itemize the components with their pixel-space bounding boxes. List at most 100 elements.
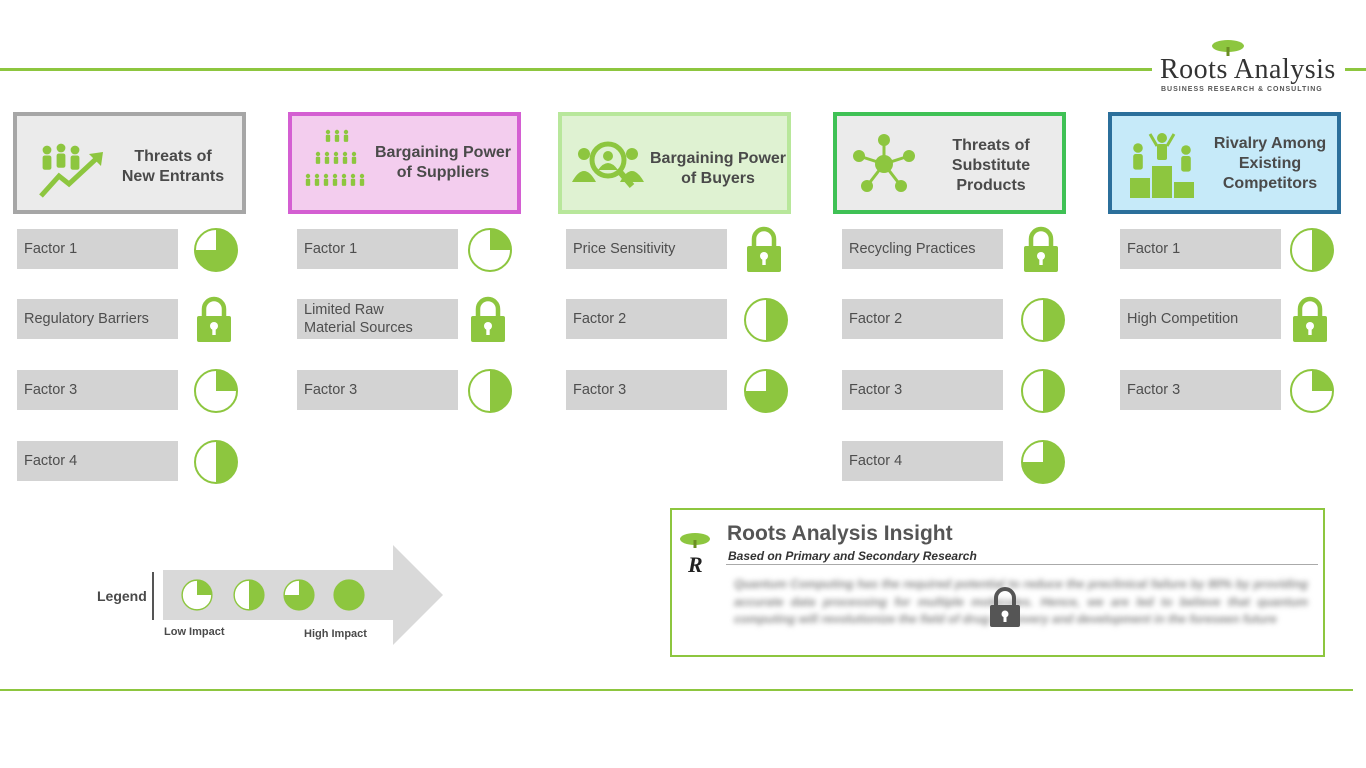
impact-pie-icon <box>744 298 788 342</box>
impact-indicator <box>192 367 240 420</box>
factor-text: Factor 4 <box>849 452 902 470</box>
factor-label: Factor 1 <box>17 229 178 269</box>
network-hub-icon <box>853 134 915 192</box>
force-title-line: of Suppliers <box>396 164 490 181</box>
legend-high-impact: High Impact <box>304 628 367 640</box>
locked-indicator[interactable] <box>194 296 234 349</box>
force-title-line: New Entrants <box>121 168 225 185</box>
header-rule <box>0 68 1152 71</box>
factor-text-line: Material Sources <box>304 320 413 336</box>
impact-indicator <box>192 438 240 491</box>
lock-icon[interactable] <box>194 296 234 344</box>
brand-name: Roots Analysis <box>1160 54 1336 85</box>
factor-label: Factor 3 <box>1120 370 1281 410</box>
podium-icon <box>1130 133 1194 198</box>
legend-low-impact: Low Impact <box>164 626 225 638</box>
brand-tagline: BUSINESS RESEARCH & CONSULTING <box>1161 86 1323 93</box>
impact-pie-icon <box>468 369 512 413</box>
legend-divider <box>152 572 154 620</box>
factor-text-line: Factor 1 <box>24 241 78 257</box>
factor-text: Factor 3 <box>849 381 902 399</box>
factor-label: Factor 4 <box>17 441 178 481</box>
force-title: Threats of New Entrants <box>115 147 231 187</box>
factor-text: Price Sensitivity <box>573 240 675 258</box>
lock-icon[interactable] <box>1021 226 1061 274</box>
factor-text: Factor 1 <box>24 240 77 258</box>
factor-label: Factor 1 <box>297 229 458 269</box>
factor-label: Factor 1 <box>1120 229 1281 269</box>
impact-pie-icon <box>194 440 238 484</box>
supplier-crowd-icon <box>305 129 365 186</box>
buyer-search-icon <box>572 141 644 188</box>
factor-label: Factor 2 <box>842 299 1003 339</box>
legend-label: Legend <box>97 588 147 604</box>
lock-icon[interactable] <box>988 587 1022 629</box>
force-title-line: Bargaining Power <box>374 144 512 161</box>
locked-indicator[interactable] <box>1021 226 1061 279</box>
force-title-line: Rivalry Among <box>1213 135 1327 152</box>
force-title-line: Products <box>956 177 1026 194</box>
force-title: Bargaining Power of Suppliers <box>368 143 518 183</box>
force-header[interactable]: Threats of New Entrants <box>13 112 246 214</box>
impact-indicator <box>1019 296 1067 349</box>
legend-impact-pie-icon <box>333 579 365 611</box>
impact-indicator <box>466 226 514 279</box>
factor-text-line: Factor 3 <box>849 382 903 398</box>
force-header[interactable]: Bargaining Power of Suppliers <box>288 112 521 214</box>
factor-label: Factor 3 <box>297 370 458 410</box>
factor-label: Recycling Practices <box>842 229 1003 269</box>
impact-indicator <box>1288 226 1336 279</box>
legend-arrow <box>163 545 443 645</box>
impact-pie-icon <box>1290 228 1334 272</box>
locked-indicator[interactable] <box>468 296 508 349</box>
force-header[interactable]: Bargaining Power of Buyers <box>558 112 791 214</box>
lock-icon[interactable] <box>468 296 508 344</box>
impact-pie-icon <box>468 228 512 272</box>
factor-text: Recycling Practices <box>849 240 976 258</box>
factor-text-line: Factor 1 <box>1127 241 1181 257</box>
force-title-line: Threats of <box>952 137 1030 154</box>
factor-label: Price Sensitivity <box>566 229 727 269</box>
impact-indicator <box>192 226 240 279</box>
factor-text-line: Factor 3 <box>1127 382 1181 398</box>
brand-logo: Roots Analysis BUSINESS RESEARCH & CONSU… <box>1158 38 1344 98</box>
factor-text-line: Factor 3 <box>304 382 358 398</box>
impact-indicator <box>742 367 790 420</box>
factor-label: Factor 3 <box>566 370 727 410</box>
insight-subtitle: Based on Primary and Secondary Research <box>728 549 977 563</box>
locked-indicator[interactable] <box>744 226 784 279</box>
force-title-line: of Buyers <box>681 170 755 187</box>
svg-text:R: R <box>687 552 703 576</box>
impact-indicator <box>1019 367 1067 420</box>
factor-label: Factor 3 <box>842 370 1003 410</box>
factor-label: High Competition <box>1120 299 1281 339</box>
impact-indicator <box>466 367 514 420</box>
impact-pie-icon <box>744 369 788 413</box>
factor-text: Factor 3 <box>24 381 77 399</box>
impact-pie-icon <box>1021 440 1065 484</box>
impact-pie-icon <box>194 228 238 272</box>
force-title-line: Substitute <box>951 157 1031 174</box>
factor-text-line: Factor 4 <box>24 453 78 469</box>
force-title-line: Existing <box>1238 155 1302 172</box>
factor-text-line: Price Sensitivity <box>573 241 676 257</box>
factor-label: Factor 3 <box>17 370 178 410</box>
locked-indicator[interactable] <box>1290 296 1330 349</box>
force-title-line: Threats of <box>134 148 212 165</box>
factor-text: Factor 3 <box>573 381 626 399</box>
insight-logo-icon: R <box>680 533 710 576</box>
tree-icon <box>1212 40 1244 56</box>
footer-rule <box>0 689 1353 691</box>
impact-pie-icon <box>1021 298 1065 342</box>
insight-divider <box>726 564 1318 565</box>
factor-label: Factor 2 <box>566 299 727 339</box>
lock-icon[interactable] <box>1290 296 1330 344</box>
factor-text: High Competition <box>1127 310 1238 328</box>
force-title-line: Bargaining Power <box>649 150 787 167</box>
lock-icon[interactable] <box>744 226 784 274</box>
